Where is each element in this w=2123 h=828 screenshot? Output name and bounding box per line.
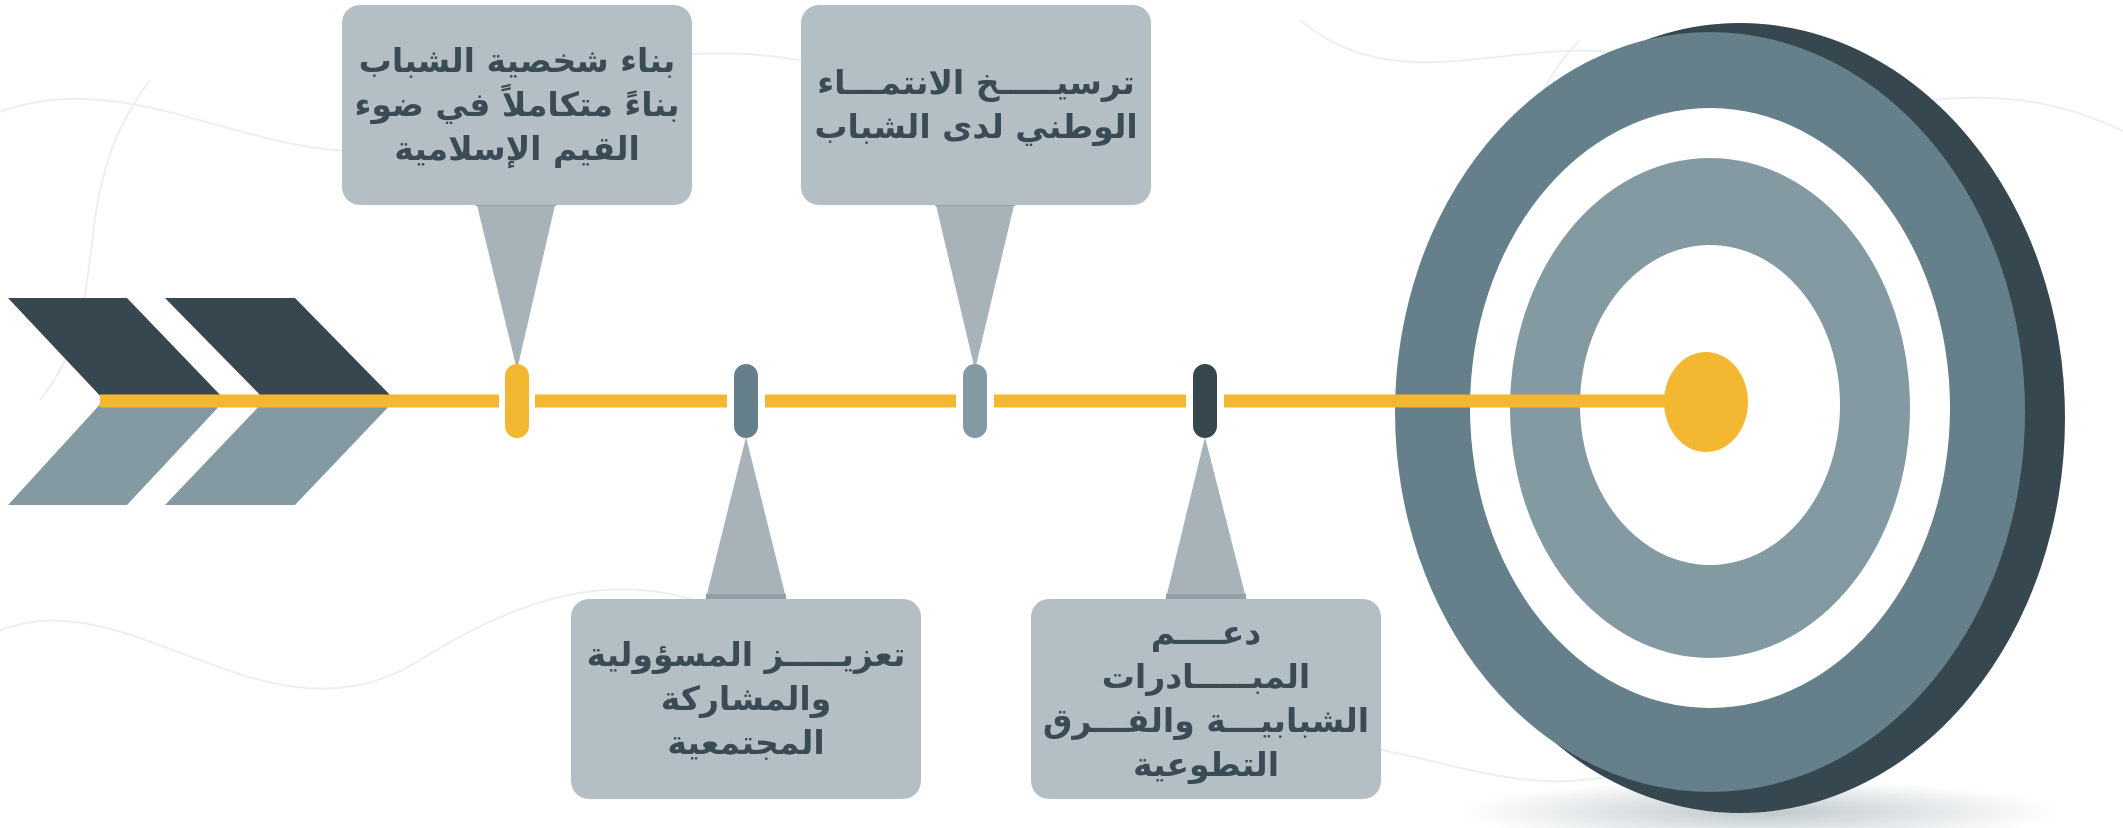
chevron-right-top — [165, 298, 395, 400]
goal-box-2: تعزيـــــز المسؤولية والمشاركة المجتمعية — [571, 599, 921, 799]
pointer-goal-2 — [706, 437, 786, 598]
target — [1395, 23, 2065, 813]
goal-text-3: ترسيـــــخ الانتمـــاء الوطني لدى الشباب — [814, 63, 1138, 146]
arrow-fletching — [8, 298, 395, 505]
goal-text-4: دعــــم المبـــــادرات الشبابيـــة والفـ… — [1042, 613, 1370, 784]
goal-box-1: بناء شخصية الشباب بناءً متكاملاً في ضوء … — [342, 5, 692, 205]
pointer-goal-4 — [1166, 437, 1246, 598]
shaft-markers — [505, 364, 1217, 438]
chevron-left-bottom — [8, 400, 225, 505]
marker-goal-2 — [734, 364, 758, 438]
goal-box-3: ترسيـــــخ الانتمـــاء الوطني لدى الشباب — [801, 5, 1151, 205]
marker-goal-3 — [963, 364, 987, 438]
goal-text-2: تعزيـــــز المسؤولية والمشاركة المجتمعية — [586, 635, 906, 762]
pointer-goal-1 — [476, 201, 556, 370]
pointers — [476, 201, 1246, 598]
marker-goal-4 — [1193, 364, 1217, 438]
pointer-goal-3 — [935, 201, 1015, 370]
goal-text-1: بناء شخصية الشباب بناءً متكاملاً في ضوء … — [354, 41, 680, 168]
goal-box-4: دعــــم المبـــــادرات الشبابيـــة والفـ… — [1031, 599, 1381, 799]
chevron-left-top — [8, 298, 225, 400]
marker-goal-1 — [505, 364, 529, 438]
chevron-right-bottom — [165, 400, 395, 505]
bullseye — [1664, 352, 1748, 452]
